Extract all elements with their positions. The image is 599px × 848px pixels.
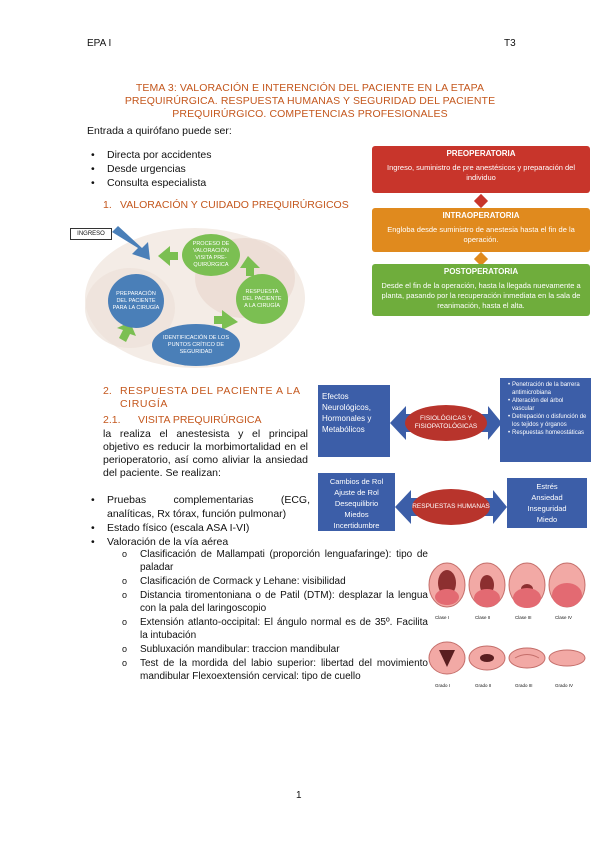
cycle-node-respuesta: RESPUESTA DEL PACIENTE A LA CIRUGÍA	[236, 274, 288, 324]
page-number: 1	[296, 790, 302, 801]
emotion-item: Inseguridad	[527, 504, 567, 513]
phase-text: Ingreso, suministro de pre anestésicos y…	[386, 163, 576, 182]
grade-label: Grado III	[515, 683, 533, 688]
phase-title: PREOPERATORIA	[446, 149, 516, 158]
list-item: Estado físico (escala ASA I-VI)	[87, 521, 310, 535]
page-title: TEMA 3: VALORACIÓN E INTERENCIÓN DEL PAC…	[124, 82, 496, 120]
section21-number: 2.1.	[103, 414, 121, 426]
role-item: Ajuste de Rol	[334, 488, 379, 497]
list-item: Valoración de la vía aérea	[87, 535, 310, 549]
list-item: Clasificación de Cormack y Lehane: visib…	[122, 575, 428, 588]
response-effects-box: Efectos Neurológicos, Hormonales y Metab…	[318, 385, 390, 457]
ingreso-label: INGRESO	[70, 228, 112, 240]
cycle-diagram: INGRESO PROCESO DE VALORACIÓN VISITA PRE…	[70, 218, 308, 368]
grade-label: Grado II	[475, 683, 492, 688]
airway-list: Clasificación de Mallampati (proporción …	[122, 548, 428, 684]
emotion-item: Miedo	[536, 515, 558, 524]
response-list-box: Penetración de la barrera antimicrobiana…	[500, 378, 591, 462]
section1-title: VALORACIÓN Y CUIDADO PREQUIRÚRGICOS	[120, 199, 349, 211]
list-item: Extensión atlanto-occipital: El ángulo n…	[122, 616, 428, 642]
list-item: Pruebas complementarias (ECG, analíticas…	[87, 493, 310, 521]
list-item: Respuestas homeostáticas	[504, 429, 587, 437]
phase-postoperatoria: POSTOPERATORIA Desde el fin de la operac…	[372, 264, 590, 316]
entry-list: Directa por accidentes Desde urgencias C…	[87, 148, 347, 190]
phase-title: INTRAOPERATORIA	[442, 211, 520, 220]
section21-title: VISITA PREQUIRÚRGICA	[138, 414, 262, 426]
phase-connector-icon	[473, 193, 489, 209]
cycle-node-preparacion: PREPARACIÓN DEL PACIENTE PARA LA CIRUGÍA	[108, 274, 164, 328]
list-item: Penetración de la barrera antimicrobiana	[504, 381, 587, 397]
list-item: Clasificación de Mallampati (proporción …	[122, 548, 428, 574]
visit-text: la realiza el anestesista y el principal…	[103, 428, 308, 479]
emotion-item: Ansiedad	[531, 493, 563, 502]
class-label: Clase II	[475, 615, 491, 620]
section2-number: 2.	[103, 385, 112, 397]
list-item: Consulta especialista	[87, 176, 347, 190]
intro-text: Entrada a quirófano puede ser:	[87, 125, 232, 137]
list-item: Detrepación o disfunción de los tejidos …	[504, 413, 587, 429]
list-item: Subluxación mandibular: traccion mandibu…	[122, 643, 428, 656]
role-item: Incertidumbre	[333, 521, 380, 530]
response-role-box: Cambios de Rol Ajuste de Rol Desequilibr…	[318, 473, 395, 531]
header-right: T3	[504, 38, 516, 49]
class-label: Clase I	[435, 615, 450, 620]
header-left: EPA I	[87, 38, 112, 49]
response-emotion-box: Estrés Ansiedad Inseguridad Miedo	[507, 478, 587, 528]
phase-preoperatoria: PREOPERATORIA Ingreso, suministro de pre…	[372, 146, 590, 193]
class-label: Clase III	[515, 615, 532, 620]
phase-title: POSTOPERATORIA	[443, 267, 519, 276]
section1-number: 1.	[103, 199, 112, 211]
class-label: Clase IV	[555, 615, 573, 620]
phase-intraoperatoria: INTRAOPERATORIA Engloba desde suministro…	[372, 208, 590, 252]
list-item: Distancia tiromentoniana o de Patil (DTM…	[122, 589, 428, 615]
list-item: Alteración del árbol vascular	[504, 397, 587, 413]
phase-text: Desde el fin de la operación, hasta la l…	[381, 281, 581, 310]
section2-title: RESPUESTA DEL PACIENTE A LA CIRUGÍA	[120, 385, 300, 410]
cycle-node-identificacion: IDENTIFICACIÓN DE LOS PUNTOS CRÍTICO DE …	[152, 324, 240, 366]
role-item: Desequilibrio	[334, 499, 379, 508]
list-item: Desde urgencias	[87, 162, 347, 176]
role-item: Miedos	[344, 510, 369, 519]
emotion-item: Estrés	[536, 482, 558, 491]
grade-label: Grado IV	[555, 683, 574, 688]
list-item: Directa por accidentes	[87, 148, 347, 162]
airway-illustration: Clase I Clase II Clase III Clase IV Grad…	[425, 545, 590, 695]
list-item: Test de la mordida del labio superior: l…	[122, 657, 428, 683]
grade-label: Grado I	[435, 683, 451, 688]
tests-list: Pruebas complementarias (ECG, analíticas…	[87, 493, 310, 549]
phase-text: Engloba desde suministro de anestesia ha…	[387, 225, 575, 244]
response-oval-humanas: RESPUESTAS HUMANAS	[412, 489, 490, 525]
role-item: Cambios de Rol	[329, 477, 384, 486]
cycle-node-valoracion: PROCESO DE VALORACIÓN VISITA PRE-QUIRÚRG…	[182, 234, 240, 276]
response-oval-fisiologicas: FISIOLÓGICAS Y FISIOPATOLÓGICAS	[405, 405, 487, 441]
mouth-drawings	[428, 562, 586, 675]
response-list: Penetración de la barrera antimicrobiana…	[504, 381, 587, 437]
